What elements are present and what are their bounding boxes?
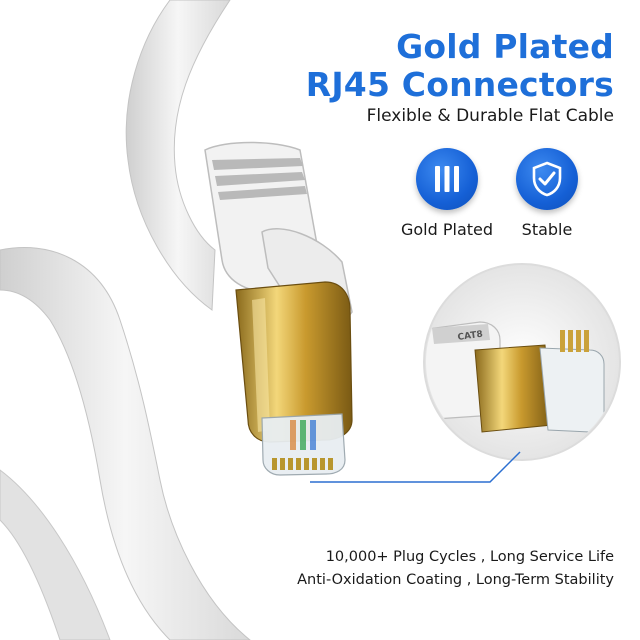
plug-tip (261, 413, 346, 476)
zoom-callout: CAT8 (423, 263, 621, 461)
feature-label: Gold Plated (400, 220, 494, 239)
description-line-1: 10,000+ Plug Cycles , Long Service Life (325, 549, 614, 565)
flat-cable (0, 0, 251, 640)
feature-stable: Stable (487, 148, 607, 239)
subtitle: Flexible & Durable Flat Cable (366, 106, 614, 126)
cat8-marking: CAT8 (457, 330, 483, 343)
feature-description: 10,000+ Plug Cycles , Long Service Life … (297, 546, 614, 592)
triple-bar-icon (416, 148, 478, 210)
feature-label: Stable (521, 220, 573, 239)
feature-gold-plated: Gold Plated (387, 148, 507, 239)
shield-check-icon (516, 148, 578, 210)
description-line-2: Anti-Oxidation Coating , Long-Term Stabi… (297, 572, 614, 588)
headline-line-2: RJ45 Connectors (305, 65, 614, 104)
gold-shield (235, 281, 353, 443)
headline: Gold Plated RJ45 Connectors (306, 28, 614, 104)
headline-line-1: Gold Plated (396, 27, 614, 66)
callout-line (310, 451, 521, 483)
